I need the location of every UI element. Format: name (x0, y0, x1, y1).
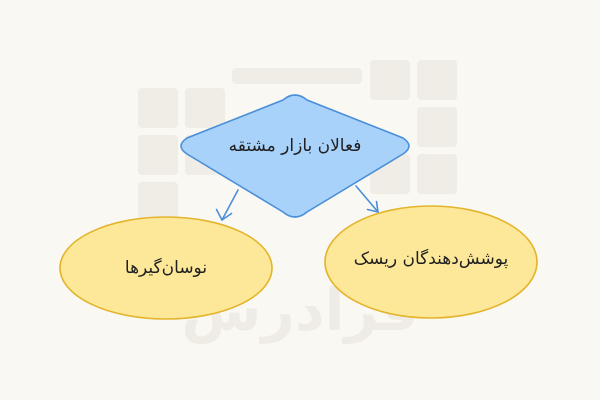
node-left-shape (59, 216, 273, 320)
node-root-shape (180, 94, 410, 218)
edges (215, 185, 379, 221)
node-right-shape (324, 205, 538, 319)
edge-root-to-left (215, 189, 239, 221)
node-left: نوسان‌گیرها (59, 216, 273, 320)
edge-root-to-right (355, 185, 379, 213)
node-root: فعالان بازار مشتقه (180, 94, 410, 218)
node-left-label: نوسان‌گیرها (125, 257, 207, 278)
node-right: پوشش‌دهندگان ریسک (324, 205, 538, 319)
node-root-label: فعالان بازار مشتقه (229, 136, 362, 156)
node-right-label: پوشش‌دهندگان ریسک (354, 248, 509, 269)
